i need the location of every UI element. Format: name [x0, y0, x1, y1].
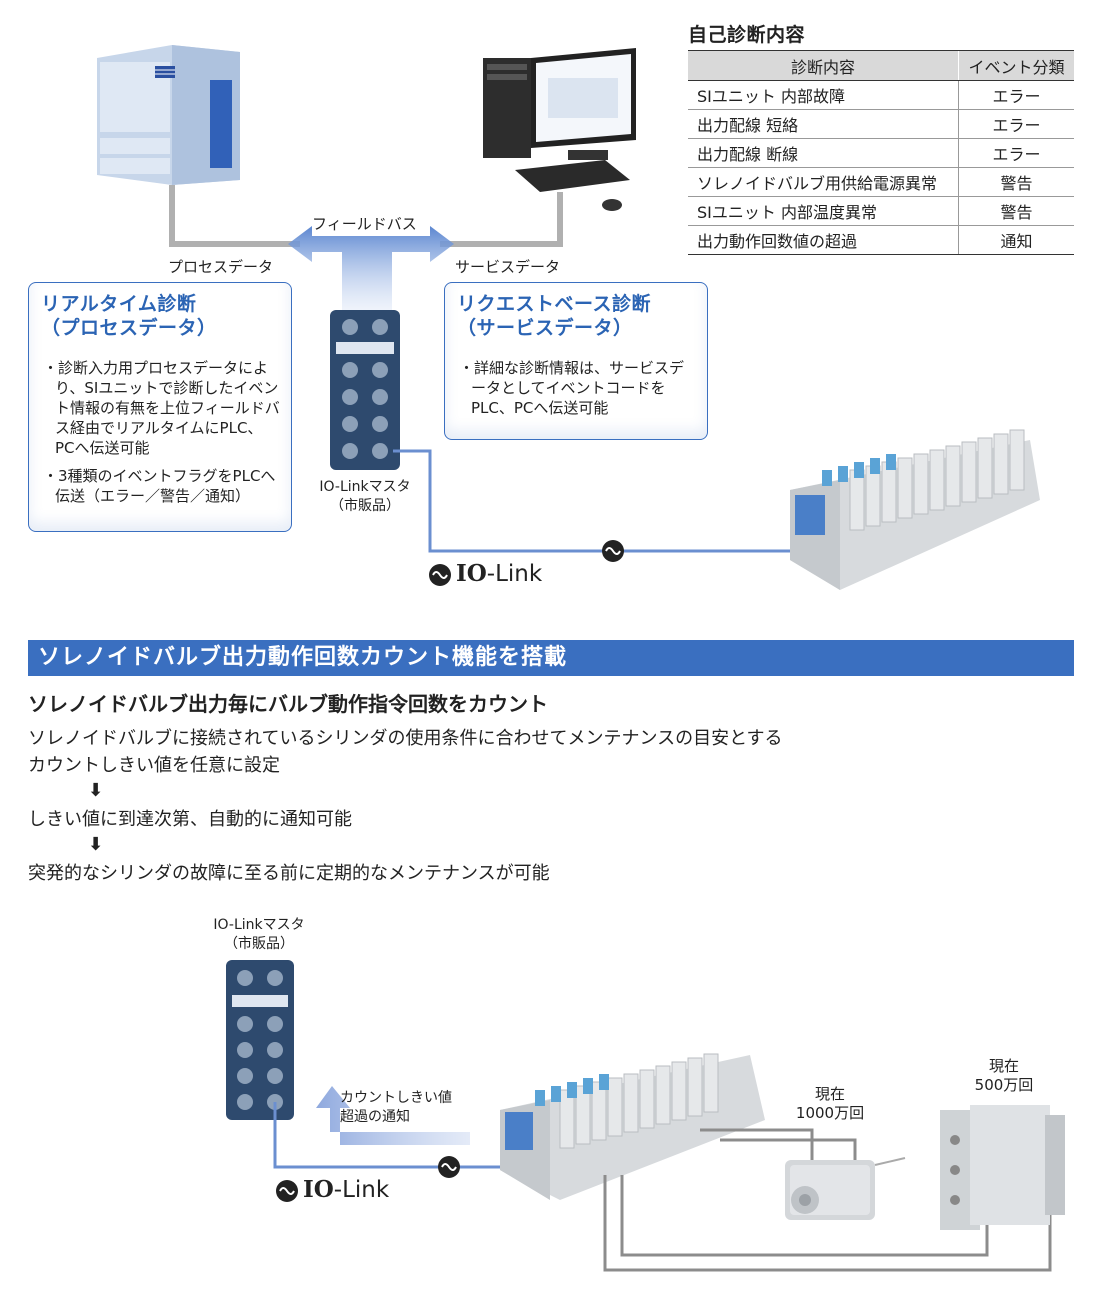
io-link-brand-bottom: IO-Link [303, 1176, 389, 1203]
fieldbus-label: フィールドバス [312, 215, 417, 233]
io-link-brand: IO-Link [456, 560, 542, 587]
request-diagnosis-box: リクエストベース診断 （サービスデータ） ・詳細な診断情報は、サービスデータとし… [444, 282, 708, 440]
io-link-master-label-bottom: IO-Linkマスタ （市販品） [194, 916, 324, 954]
realtime-diagnosis-box: リアルタイム診断 （プロセスデータ） ・診断入力用プロセスデータにより、SIユニ… [28, 282, 292, 532]
io-link-brand-link: -Link [333, 1177, 390, 1203]
table-cell: ソレノイドバルブ用供給電源異常 [688, 167, 959, 197]
column-header-content: 診断内容 [688, 50, 959, 81]
io-link-master-label: IO-Linkマスタ （市販品） [300, 478, 430, 516]
table-cell: エラー [958, 109, 1074, 139]
table-cell: 通知 [958, 225, 1074, 255]
cylinder-1-label-line2: 1000万回 [795, 1104, 865, 1122]
io-link-brand-io: IO [456, 560, 487, 587]
cylinder-2-label-line1: 現在 [988, 1057, 1019, 1075]
realtime-box-subtitle: （プロセスデータ） [41, 317, 217, 339]
section-text-line2: カウントしきい値を任意に設定 [28, 755, 280, 776]
master-label-line1: IO-Linkマスタ [319, 479, 411, 495]
wireless-symbol-icon [602, 540, 624, 562]
request-box-subtitle: （サービスデータ） [457, 317, 633, 339]
notification-arrow [316, 1086, 470, 1145]
table-row: 出力配線 断線エラー [688, 138, 1074, 168]
io-link-brand-io: IO [303, 1176, 334, 1203]
diagnosis-table: 診断内容 イベント分類 SIユニット 内部故障エラー 出力配線 短絡エラー 出力… [688, 50, 1074, 255]
table-row: SIユニット 内部故障エラー [688, 80, 1074, 110]
section-text-line4: 突発的なシリンダの故障に至る前に定期的なメンテナンスが可能 [28, 863, 550, 884]
table-cell: 警告 [958, 167, 1074, 197]
realtime-box-title: リアルタイム診断 [41, 293, 197, 315]
realtime-bullet-2: ・3種類のイベントフラグをPLCへ伝送（エラー／警告／通知） [43, 467, 276, 505]
valve-manifold-top [790, 429, 1040, 590]
section-text-line1: ソレノイドバルブに接続されているシリンダの使用条件に合わせてメンテナンスの目安と… [28, 728, 783, 749]
down-arrow-icon: ⬇ [88, 834, 104, 855]
down-arrow-icon: ⬇ [88, 780, 104, 801]
column-header-category: イベント分類 [958, 50, 1074, 81]
table-row: 出力動作回数値の超過通知 [688, 225, 1074, 255]
cylinder-2-count: 現在 500万回 [954, 1057, 1054, 1095]
diagnosis-title: 自己診断内容 [688, 24, 806, 46]
io-link-master-device [330, 310, 400, 470]
table-cell: エラー [958, 80, 1074, 110]
io-link-logo-icon [429, 564, 451, 586]
master-label-line2: （市販品） [330, 498, 400, 514]
section-banner: ソレノイドバルブ出力動作回数カウント機能を搭載 [28, 640, 1074, 676]
table-row: 出力配線 短絡エラー [688, 109, 1074, 139]
wireless-symbol-icon-bottom [438, 1156, 460, 1178]
io-link-logo-icon-bottom [276, 1180, 298, 1202]
table-header-row: 診断内容 イベント分類 [688, 50, 1074, 81]
table-cell: 出力動作回数値の超過 [688, 225, 959, 255]
master-label-line2: （市販品） [224, 936, 294, 952]
io-link-master-device-bottom [226, 960, 294, 1120]
table-cell: 出力配線 短絡 [688, 109, 959, 139]
cylinder-1-icon [785, 1157, 906, 1220]
realtime-bullet-1: ・診断入力用プロセスデータにより、SIユニットで診断したイベント情報の有無を上位… [43, 359, 280, 457]
master-label-line1: IO-Linkマスタ [213, 917, 305, 933]
valve-manifold-bottom [500, 1053, 765, 1200]
plc-cabinet-icon [97, 45, 240, 185]
fieldbus-arrow [288, 226, 454, 310]
notify-line2: 超過の通知 [340, 1109, 410, 1125]
cylinder-1-label-line1: 現在 [814, 1085, 845, 1103]
table-cell: 警告 [958, 196, 1074, 226]
request-bullet-1: ・詳細な診断情報は、サービスデータとしてイベントコードをPLC、PCへ伝送可能 [459, 359, 685, 417]
cylinder-2-icon [940, 1105, 1065, 1230]
table-row: SIユニット 内部温度異常警告 [688, 196, 1074, 226]
notification-label: カウントしきい値 超過の通知 [340, 1089, 452, 1127]
pc-icon [483, 48, 636, 211]
table-cell: 出力配線 断線 [688, 138, 959, 168]
table-row: ソレノイドバルブ用供給電源異常警告 [688, 167, 1074, 197]
process-data-label: プロセスデータ [168, 258, 274, 276]
table-cell: SIユニット 内部故障 [688, 80, 959, 110]
table-cell: SIユニット 内部温度異常 [688, 196, 959, 226]
cylinder-1-count: 現在 1000万回 [780, 1085, 880, 1123]
section-subheading: ソレノイドバルブ出力毎にバルブ動作指令回数をカウント [28, 692, 548, 716]
table-cell: エラー [958, 138, 1074, 168]
section-text-line3: しきい値に到達次第、自動的に通知可能 [28, 809, 352, 830]
io-link-brand-link: -Link [486, 561, 543, 587]
service-data-label: サービスデータ [455, 258, 561, 276]
cylinder-2-label-line2: 500万回 [974, 1076, 1034, 1094]
notify-line1: カウントしきい値 [340, 1090, 452, 1106]
request-box-title: リクエストベース診断 [457, 293, 652, 315]
